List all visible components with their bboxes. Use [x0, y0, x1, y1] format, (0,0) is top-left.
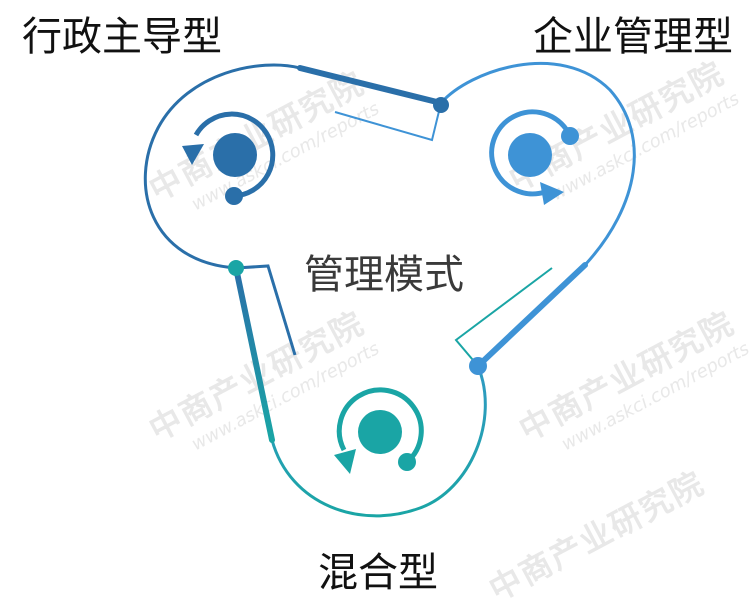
cycle-diagram	[143, 61, 636, 518]
node-label-administrative: 行政主导型	[22, 14, 222, 60]
junction-dot	[469, 357, 487, 375]
node-label-mixed: 混合型	[318, 550, 438, 596]
connector-line	[454, 267, 553, 367]
connector-line	[475, 262, 588, 369]
center-label: 管理模式	[304, 252, 464, 298]
node-dot	[225, 187, 243, 205]
cycle-icon-bottom	[334, 387, 424, 474]
junction-dot	[433, 97, 449, 113]
node-core	[508, 133, 552, 177]
cycle-icon-right	[489, 109, 579, 205]
node-core	[358, 410, 402, 454]
connector-line	[297, 65, 444, 106]
lobe-outline-left	[143, 63, 442, 270]
connector-line	[233, 265, 275, 443]
connector-line	[334, 102, 442, 142]
node-core	[213, 133, 257, 177]
junction-dot	[228, 260, 244, 276]
node-dot	[398, 453, 416, 471]
cycle-icon-left	[182, 111, 276, 205]
lobe-outline-bottom	[234, 267, 487, 518]
node-label-enterprise: 企业管理型	[533, 14, 733, 60]
connector-line	[235, 264, 297, 356]
node-dot	[561, 127, 579, 145]
lobe-outline-right	[439, 61, 636, 368]
